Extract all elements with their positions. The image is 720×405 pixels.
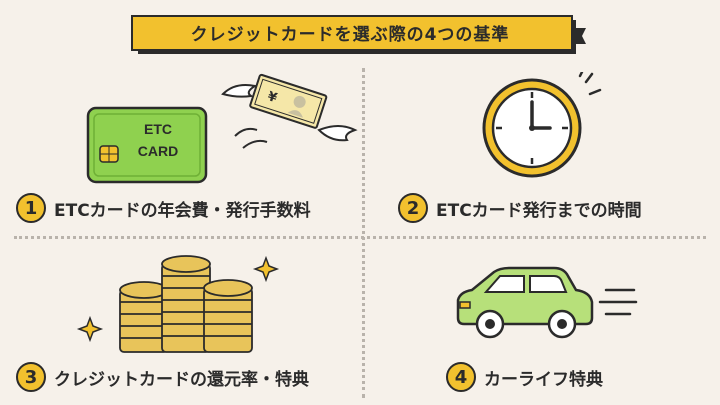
coin-stacks-icon	[76, 255, 280, 353]
flying-banknote-icon: ¥	[221, 73, 358, 149]
number-badge-1: 1	[16, 193, 46, 223]
number-badge-3: 3	[16, 362, 46, 392]
page-title: クレジットカードを選ぶ際の4つの基準	[190, 24, 510, 45]
criterion-1: 1 ETCカードの年会費・発行手数料	[16, 193, 311, 223]
sparkle-icon	[76, 315, 104, 343]
criterion-3: 3 クレジットカードの還元率・特典	[16, 362, 309, 392]
criterion-1-label: ETCカードの年会費・発行手数料	[54, 200, 311, 221]
vertical-divider	[362, 68, 365, 398]
card-text-card: CARD	[138, 143, 178, 159]
horizontal-divider	[14, 236, 706, 239]
number-badge-4: 4	[446, 362, 476, 392]
sparkle-icon	[252, 255, 280, 283]
criterion-3-label: クレジットカードの還元率・特典	[54, 369, 309, 390]
criterion-4: 4 カーライフ特典	[446, 362, 603, 392]
banner-shape	[131, 15, 586, 54]
criterion-2: 2 ETCカード発行までの時間	[398, 193, 642, 223]
criterion-4-label: カーライフ特典	[484, 369, 603, 390]
etc-card-icon: ETC CARD	[86, 106, 208, 184]
criterion-2-label: ETCカード発行までの時間	[436, 200, 642, 221]
yen-symbol: ¥	[266, 89, 279, 106]
title-banner: クレジットカードを選ぶ際の4つの基準	[130, 14, 588, 56]
number-badge-2: 2	[398, 193, 428, 223]
card-text-etc: ETC	[144, 121, 172, 137]
car-icon	[456, 266, 638, 339]
clock-icon	[482, 72, 602, 178]
